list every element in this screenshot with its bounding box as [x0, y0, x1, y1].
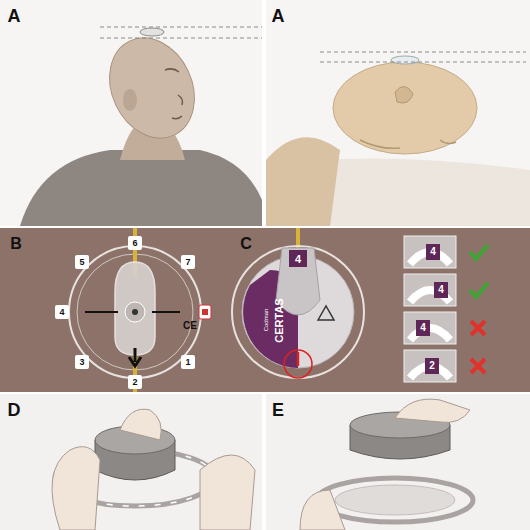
scale-number: 2: [132, 378, 137, 387]
setting-number: 4: [438, 285, 444, 295]
setting-number: 4: [430, 247, 436, 257]
setting-number: 4: [420, 323, 426, 333]
ce-mark: CE: [183, 321, 197, 331]
cross-mark: [471, 359, 485, 373]
brand-name: Codman: [263, 309, 269, 332]
product-name: CERTAS: [273, 298, 284, 342]
scale-number: 5: [79, 258, 84, 267]
panel-letter: C: [240, 236, 252, 252]
panel-letter: D: [8, 401, 21, 419]
scale-number: 1: [185, 358, 190, 367]
panel-letter: E: [272, 401, 284, 419]
panel-ground: [266, 0, 530, 226]
cross-mark: [471, 321, 485, 335]
check-mark: [470, 245, 488, 259]
tool-lifted: [300, 399, 473, 530]
band-ground: [0, 228, 530, 392]
panel-letter: A: [272, 7, 285, 25]
patient-lying: [266, 52, 530, 226]
scale-number: 3: [79, 358, 84, 367]
patient-seated: [20, 24, 262, 226]
panel-letter: A: [8, 7, 21, 25]
panel-ground: [0, 0, 262, 226]
setting-number: 4: [295, 254, 301, 265]
panel-letter: B: [10, 236, 22, 252]
panel-ground: [266, 394, 530, 530]
setting-number: 2: [429, 361, 435, 371]
scale-number: 6: [132, 239, 137, 248]
certas-tool: [232, 228, 364, 378]
scale-number: 7: [185, 258, 190, 267]
check-mark: [470, 283, 488, 297]
valve-ring: [55, 228, 211, 392]
alignment-checklist: [404, 236, 488, 382]
scale-number: 4: [59, 308, 64, 317]
tool-on-ring: [52, 409, 255, 530]
panel-ground: [0, 394, 262, 530]
